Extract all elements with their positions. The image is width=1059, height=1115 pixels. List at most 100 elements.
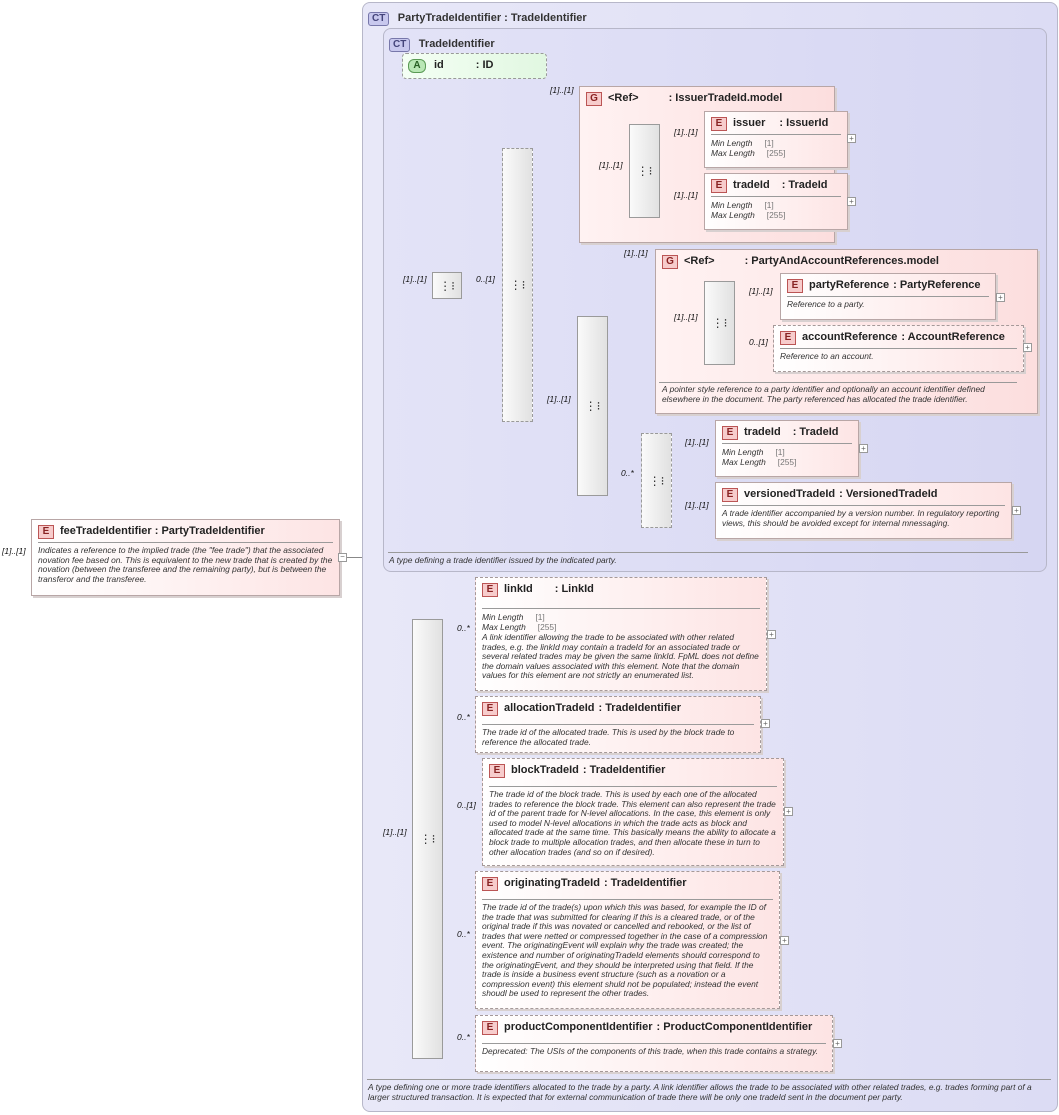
element-icon: E [711,117,727,131]
sequence-compositor[interactable]: ⋮⁝ [629,124,660,218]
sequence-compositor[interactable]: ⋮⁝ [412,619,443,1059]
plus-icon[interactable]: + [859,444,868,453]
plus-icon[interactable]: + [847,197,856,206]
element-description: A trade identifier accompanied by a vers… [722,508,1000,528]
minus-icon[interactable]: − [338,553,347,562]
choice-compositor[interactable]: ⋮⁝ [502,148,533,422]
ct-title: PartyTradeIdentifier : TradeIdentifier [397,12,587,24]
attribute-icon: A [408,59,426,73]
facet-value: [255] [766,148,786,158]
facet-label: Max Length [722,457,766,467]
sequence-compositor[interactable]: ⋮⁝ [577,316,608,496]
element-name: productComponentIdentifier [504,1021,653,1033]
plus-icon[interactable]: + [847,134,856,143]
facet-label: Min Length [482,612,524,622]
cardinality-label: [1]..[1] [547,394,571,404]
sequence-icon: ⋮⁝ [439,278,455,293]
cardinality-label: [1]..[1] [674,312,698,322]
group-ref: <Ref> [608,92,639,104]
facet-label: Min Length [711,200,753,210]
sequence-icon: ⋮⁝ [584,399,601,413]
group-icon: G [662,255,678,269]
element-name: partyReference [809,279,890,291]
ct-title: TradeIdentifier [418,38,495,50]
element-type: : LinkId [554,583,594,595]
element-name: tradeId [744,426,781,438]
element-name: originatingTradeId [504,877,600,889]
facet-label: Min Length [722,447,764,457]
cardinality-label: 0..[1] [476,274,495,284]
element-name: blockTradeId [511,764,579,776]
cardinality-label: [1]..[1] [685,437,709,447]
element-description: Reference to a party. [787,299,865,309]
element-type: : IssuerId [779,117,829,129]
facet-value: [255] [537,622,557,632]
element-type: : ProductComponentIdentifier [656,1021,813,1033]
cardinality-label: 0..[1] [457,800,476,810]
facet-value: [255] [766,210,786,220]
plus-icon[interactable]: + [833,1039,842,1048]
attribute-name: id [434,59,444,71]
element-type: : AccountReference [901,331,1005,343]
cardinality-label: [1]..[1] [550,85,574,95]
element-type: : TradeIdentifier [598,702,681,714]
element-name: allocationTradeId [504,702,595,714]
ct-description: A type defining a trade identifier issue… [389,555,617,565]
cardinality-label: [1]..[1] [749,286,773,296]
element-description: The trade id of the trade(s) upon which … [482,902,768,999]
element-name: issuer [733,117,766,129]
cardinality-label: [1]..[1] [2,546,26,556]
element-name: tradeId [733,179,770,191]
cardinality-label: 0..* [457,929,470,939]
facet-label: Max Length [711,148,755,158]
element-description: The trade id of the block trade. This is… [489,789,776,857]
element-type: : TradeIdentifier [603,877,687,889]
plus-icon[interactable]: + [780,936,789,945]
choice-compositor[interactable]: ⋮⁝ [641,433,672,528]
element-icon: E [722,488,738,502]
plus-icon[interactable]: + [767,630,776,639]
plus-icon[interactable]: + [784,807,793,816]
element-description: Reference to an account. [780,351,874,361]
element-type: : TradeIdentifier [582,764,666,776]
element-type: : TradeId [781,179,828,191]
element-icon: E [780,331,796,345]
plus-icon[interactable]: + [761,719,770,728]
plus-icon[interactable]: + [1023,343,1032,352]
cardinality-label: 0..* [457,712,470,722]
sequence-icon: ⋮⁝ [711,316,728,330]
sequence-compositor[interactable]: ⋮⁝ [432,272,462,299]
facet-value: [1] [764,138,774,148]
plus-icon[interactable]: + [996,293,1005,302]
cardinality-label: 0..[1] [749,337,768,347]
plus-icon[interactable]: + [1012,506,1021,515]
facet-value: [255] [777,457,797,467]
element-icon: E [482,877,498,891]
element-name: accountReference [802,331,898,343]
group-icon: G [586,92,602,106]
choice-icon: ⋮⁝ [648,473,665,488]
cardinality-label: [1]..[1] [599,160,623,170]
cardinality-label: [1]..[1] [383,827,407,837]
cardinality-label: [1]..[1] [685,500,709,510]
cardinality-label: [1]..[1] [674,127,698,137]
element-name: versionedTradeId [744,488,836,500]
group-name: : IssuerTradeId.model [668,92,783,104]
element-description: Indicates a reference to the implied tra… [38,545,333,584]
ct-description: A type defining one or more trade identi… [368,1082,1032,1102]
cardinality-label: [1]..[1] [674,190,698,200]
sequence-compositor[interactable]: ⋮⁝ [704,281,735,365]
